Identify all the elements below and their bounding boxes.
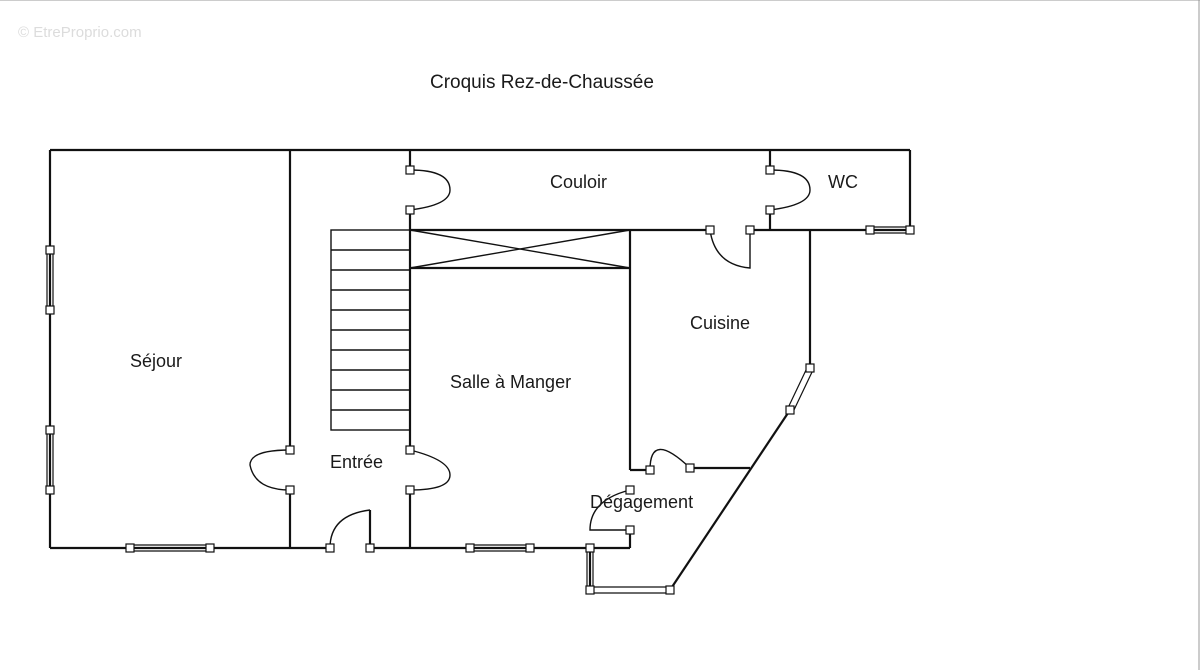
room-label-degagement: Dégagement [590, 492, 694, 512]
watermark: © EtreProprio.com [18, 24, 142, 41]
staircase [330, 229, 411, 431]
room-label-salle-a-manger: Salle à Manger [450, 372, 572, 392]
plan-title: Croquis Rez-de-Chaussée [430, 72, 654, 93]
room-label-wc: WC [828, 172, 858, 192]
wall-diagonal [669, 409, 791, 591]
void-cross [409, 229, 631, 269]
room-label-cuisine: Cuisine [690, 313, 751, 333]
room-label-entree: Entrée [330, 452, 384, 472]
windows [46, 226, 910, 594]
room-label-couloir: Couloir [550, 172, 608, 192]
opening-markers [45, 165, 915, 595]
doors [249, 169, 811, 549]
room-label-sejour: Séjour [130, 351, 183, 371]
